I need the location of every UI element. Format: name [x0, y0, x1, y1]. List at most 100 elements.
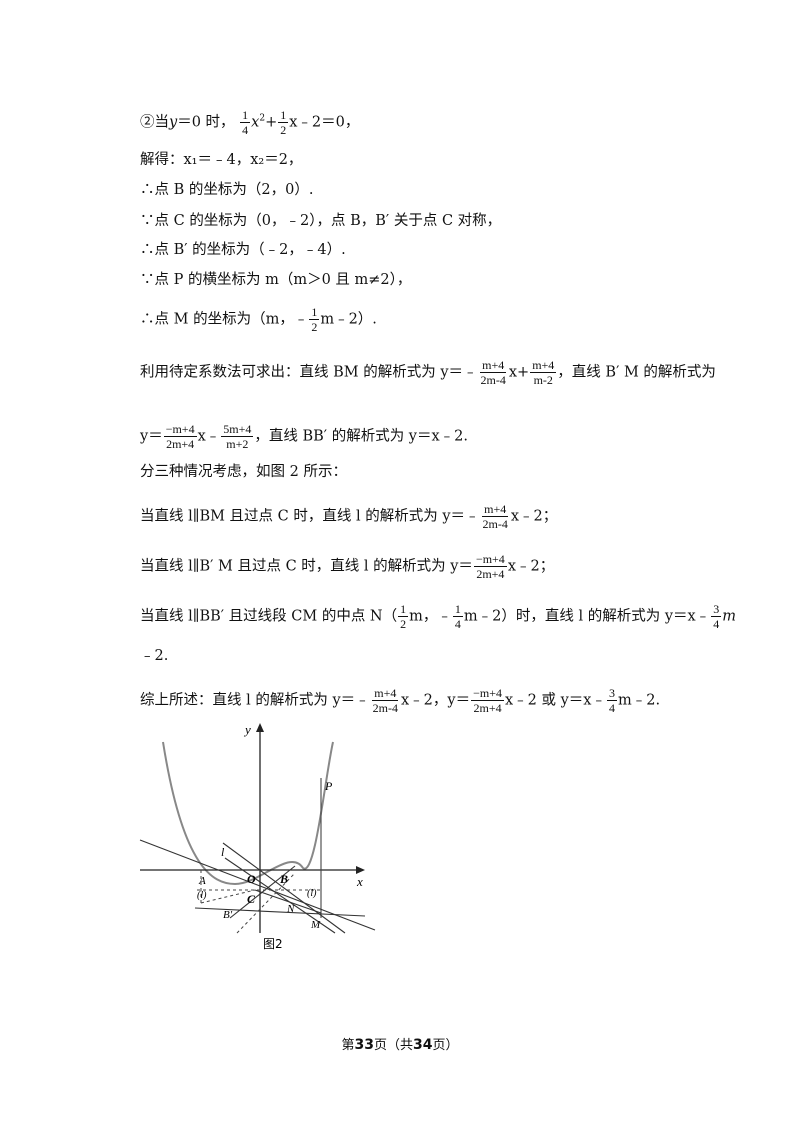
label-x: x [356, 874, 363, 889]
denominator: 2m-4 [372, 701, 398, 715]
label-a: A [198, 875, 206, 887]
denominator: 2 [311, 320, 318, 334]
line-point-p: ∵点 P 的横坐标为 m（m＞0 且 m≠2）， [140, 272, 412, 288]
text: m﹣2）. [320, 311, 377, 328]
denominator: m+2 [226, 437, 249, 451]
page-footer: 第33页（共34页） [0, 1034, 800, 1053]
numerator: −m+4 [473, 552, 507, 567]
numerator: 1 [452, 602, 463, 617]
line-l-case1 [139, 839, 376, 931]
denominator: 2m+4 [166, 437, 195, 451]
parabola [162, 741, 334, 886]
text: m [722, 608, 736, 625]
text: ，直线 BB′ 的解析式为 y＝x﹣2. [254, 428, 469, 445]
numerator: m+4 [482, 502, 509, 517]
text: ＝0 时， [177, 114, 235, 131]
label-c: C [247, 892, 256, 906]
text: y [169, 114, 178, 131]
denominator: 2 [400, 617, 407, 631]
text: 当直线 l∥BB′ 且过线段 CM 的中点 N（ [140, 608, 398, 625]
line-three-cases: 分三种情况考虑，如图 2 所示： [140, 464, 347, 480]
label-l-left: (l) [197, 890, 207, 901]
figure-2: y x P l A O B C (l) (l) N B′ M 图2 [139, 722, 376, 951]
line-bprime-m [194, 907, 366, 917]
text: y＝ [140, 428, 163, 445]
page-number: 33 [354, 1037, 374, 1053]
line-c-m [254, 889, 322, 914]
numerator: 5m+4 [221, 422, 254, 437]
text: 利用待定系数法可求出：直线 BM 的解析式为 y＝﹣ [140, 364, 478, 381]
denominator: 4 [713, 617, 720, 631]
numerator: 1 [309, 305, 320, 320]
numerator: 3 [606, 686, 617, 701]
denominator: 2m-4 [480, 373, 506, 387]
figure-caption: 图2 [263, 937, 283, 951]
label-m: M [310, 919, 321, 931]
denominator: 4 [608, 701, 615, 715]
numerator: m+4 [372, 686, 399, 701]
label-o: O [247, 872, 256, 886]
label-l-right: (l) [307, 888, 317, 899]
label-p: P [324, 779, 333, 793]
text: 页（共 [373, 1038, 413, 1053]
text: m，﹣ [409, 608, 452, 625]
line-l-case3 [224, 857, 336, 934]
numerator: 1 [278, 108, 289, 123]
text: m﹣2）时，直线 l 的解析式为 y＝x﹣ [463, 608, 711, 625]
text: ②当 [140, 114, 169, 131]
text: 页） [432, 1038, 459, 1053]
label-n: N [286, 903, 295, 915]
text: 综上所述：直线 l 的解析式为 y＝﹣ [140, 692, 370, 709]
numerator: −m+4 [471, 686, 504, 701]
label-y: y [243, 722, 251, 737]
text: x﹣2 或 y＝x﹣ [504, 692, 606, 709]
denominator: 2 [280, 123, 287, 137]
text: + [265, 114, 278, 131]
dashed-diagonal [236, 872, 296, 934]
line-point-b: ∴点 B 的坐标为（2，0）. [140, 182, 314, 198]
denominator: m-2 [533, 373, 553, 387]
total-pages: 34 [413, 1037, 433, 1053]
line-point-c: ∵点 C 的坐标为（0，﹣2），点 B，B′ 关于点 C 对称， [140, 213, 502, 229]
line-point-b-prime: ∴点 B′ 的坐标为（﹣2，﹣4）. [140, 242, 346, 258]
line-solution: 解得：x₁＝﹣4，x₂＝2， [140, 152, 303, 168]
denominator: 4 [242, 123, 249, 137]
text: x+ [508, 364, 530, 381]
line-case-3-cont: ﹣2. [140, 648, 169, 664]
text: ∴点 M 的坐标为（m，﹣ [140, 311, 309, 328]
text: x [251, 114, 260, 131]
text: m﹣2. [617, 692, 661, 709]
text: x﹣2； [510, 508, 558, 525]
line-bm [222, 842, 346, 934]
y-axis-arrow [256, 723, 264, 732]
text: x﹣ [197, 428, 221, 445]
label-l: l [221, 845, 225, 859]
superscript: 2 [259, 113, 266, 124]
label-bprime: B′ [223, 909, 233, 921]
numerator: 3 [711, 602, 722, 617]
numerator: −m+4 [163, 422, 197, 437]
text: x﹣2＝0， [289, 114, 360, 131]
x-axis-arrow [356, 866, 365, 874]
text: x﹣2，y＝ [401, 692, 471, 709]
denominator: 2m+4 [473, 701, 502, 715]
